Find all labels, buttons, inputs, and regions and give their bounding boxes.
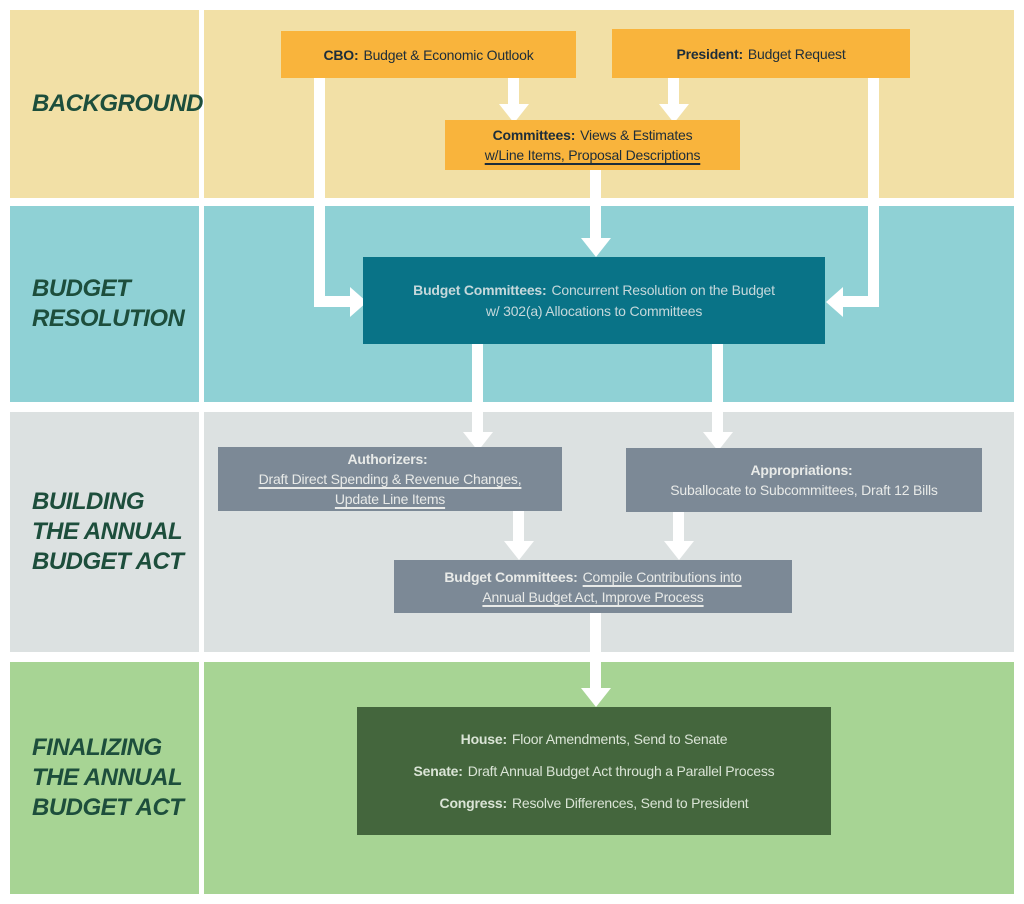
section-label-building-text: BUILDING THE ANNUAL BUDGET ACT xyxy=(32,488,184,575)
arrow-committees-to-resolution-stem xyxy=(590,170,601,239)
box-budget-committees-resolution-prefix: Budget Committees: xyxy=(413,281,547,298)
box-finalizing-row-senate: Senate:Draft Annual Budget Act through a… xyxy=(414,761,775,781)
section-label-building: BUILDING THE ANNUAL BUDGET ACT xyxy=(10,412,199,652)
section-label-budget-resolution-text: BUDGET RESOLUTION xyxy=(32,275,185,332)
box-budget-committees-resolution-line1: Budget Committees:Concurrent Resolution … xyxy=(413,280,775,301)
arrow-cbo-to-resolution-head xyxy=(350,287,367,317)
box-finalizing-senate-text: Draft Annual Budget Act through a Parall… xyxy=(467,763,775,779)
box-finalizing-congress-text: Resolve Differences, Send to President xyxy=(511,795,749,811)
box-budget-committees-compile: Budget Committees:Compile Contributions … xyxy=(394,560,792,613)
box-president-prefix: President: xyxy=(676,45,743,62)
arrow-president-to-resolution-head xyxy=(826,287,843,317)
box-president: President:Budget Request xyxy=(612,29,910,78)
box-authorizers-line2: Update Line Items xyxy=(334,491,446,507)
box-budget-committees-compile-line2: Annual Budget Act, Improve Process xyxy=(482,588,704,605)
box-finalizing-row-house: House:Floor Amendments, Send to Senate xyxy=(461,729,728,749)
box-finalizing-row-congress: Congress:Resolve Differences, Send to Pr… xyxy=(440,793,749,813)
arrow-compile-to-finalizing-head xyxy=(581,688,611,707)
box-budget-committees-compile-text1: Compile Contributions into xyxy=(582,568,742,585)
box-committees-text: Views & Estimates xyxy=(580,127,693,143)
section-label-background: BACKGROUND xyxy=(10,10,204,198)
box-committees: Committees:Views & Estimates w/Line Item… xyxy=(445,120,740,170)
box-finalizing: House:Floor Amendments, Send to Senate S… xyxy=(357,707,831,835)
band-finalizing-label-cell xyxy=(10,662,199,894)
box-president-text: Budget Request xyxy=(747,45,846,62)
box-finalizing-congress-prefix: Congress: xyxy=(439,795,508,811)
arrow-resolution-to-appropriations-head xyxy=(703,432,733,451)
arrow-resolution-to-authorizers-stem xyxy=(472,344,483,433)
box-president-line: President:Budget Request xyxy=(676,44,845,64)
box-budget-committees-compile-line1: Budget Committees:Compile Contributions … xyxy=(444,567,741,587)
arrow-authorizers-to-compile-stem xyxy=(513,511,524,542)
arrow-president-to-committees-stem xyxy=(668,78,679,105)
box-appropriations-text: Suballocate to Subcommittees, Draft 12 B… xyxy=(670,482,938,498)
box-budget-committees-resolution-text1: Concurrent Resolution on the Budget xyxy=(551,281,775,298)
box-cbo-text: Budget & Economic Outlook xyxy=(363,46,534,63)
arrow-president-to-resolution-vstem xyxy=(868,78,879,307)
arrow-appropriations-to-compile-head xyxy=(664,541,694,560)
band-building-label-cell xyxy=(10,412,199,652)
box-budget-committees-compile-prefix: Budget Committees: xyxy=(444,568,578,585)
arrow-resolution-to-authorizers-head xyxy=(463,432,493,451)
section-label-finalizing: FINALIZING THE ANNUAL BUDGET ACT xyxy=(10,662,199,894)
arrow-authorizers-to-compile-head xyxy=(504,541,534,560)
box-budget-committees-resolution-line2: w/ 302(a) Allocations to Committees xyxy=(485,302,703,319)
section-label-finalizing-text: FINALIZING THE ANNUAL BUDGET ACT xyxy=(32,734,184,821)
box-budget-committees-resolution: Budget Committees:Concurrent Resolution … xyxy=(363,257,825,344)
box-cbo-prefix: CBO: xyxy=(323,46,359,63)
box-cbo: CBO:Budget & Economic Outlook xyxy=(281,31,576,78)
arrow-cbo-to-resolution-vstem xyxy=(314,78,325,307)
arrow-president-to-resolution-hstem xyxy=(843,296,879,307)
arrow-appropriations-to-compile-stem xyxy=(673,512,684,542)
arrow-cbo-to-committees-head xyxy=(499,104,529,123)
arrow-compile-to-finalizing-stem xyxy=(590,613,601,689)
section-label-budget-resolution: BUDGET RESOLUTION xyxy=(10,206,199,402)
band-resolution-label-cell xyxy=(10,206,199,402)
box-appropriations-prefix: Appropriations: xyxy=(750,462,853,478)
band-background-label-cell xyxy=(10,10,199,198)
box-authorizers-prefix: Authorizers: xyxy=(347,451,428,467)
box-appropriations: Appropriations: Suballocate to Subcommit… xyxy=(626,448,982,512)
box-authorizers: Authorizers: Draft Direct Spending & Rev… xyxy=(218,447,562,511)
arrow-committees-to-resolution-head xyxy=(581,238,611,257)
box-finalizing-senate-prefix: Senate: xyxy=(413,763,463,779)
box-cbo-line: CBO:Budget & Economic Outlook xyxy=(323,45,533,65)
arrow-president-to-committees-head xyxy=(659,104,689,123)
arrow-cbo-to-resolution-hstem xyxy=(314,296,350,307)
box-finalizing-house-text: Floor Amendments, Send to Senate xyxy=(511,731,728,747)
box-committees-line1: Committees:Views & Estimates xyxy=(493,125,693,145)
box-committees-line2: w/Line Items, Proposal Descriptions xyxy=(484,147,701,163)
arrow-resolution-to-appropriations-stem xyxy=(712,344,723,433)
box-committees-prefix: Committees: xyxy=(492,127,576,143)
box-authorizers-line1: Draft Direct Spending & Revenue Changes, xyxy=(258,471,522,487)
box-finalizing-house-prefix: House: xyxy=(460,731,507,747)
section-label-background-text: BACKGROUND xyxy=(32,90,204,117)
arrow-cbo-to-committees-stem xyxy=(508,78,519,105)
